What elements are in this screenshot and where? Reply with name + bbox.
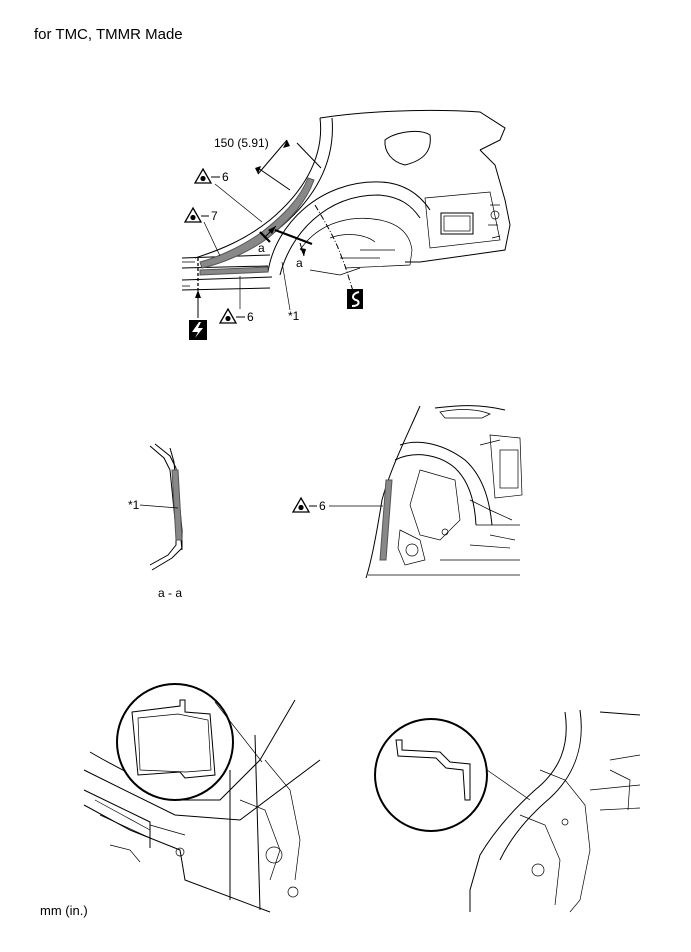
lower-right-illustration [374, 709, 641, 913]
detail-sealer-callout: 6 [292, 497, 383, 513]
cut-icon [347, 289, 363, 309]
part-ref-label: *1 [288, 309, 300, 323]
lower-left-illustration [83, 683, 321, 913]
section-a-a-illustration [139, 443, 183, 571]
wheelhouse-detail-illustration [365, 405, 523, 579]
sealer-value-3: 6 [247, 310, 254, 324]
svg-text:a: a [296, 256, 303, 270]
section-mark-a-1: a [258, 225, 277, 255]
sealer-value-2: 7 [211, 209, 218, 223]
section-caption: a - a [158, 586, 182, 600]
sealer-callout-3: 6 [219, 276, 254, 324]
section-mark-a-2: a [274, 228, 313, 270]
quarter-panel-illustration [181, 109, 511, 296]
sealer-callout-2: 7 [184, 207, 221, 257]
dimension-150 [255, 139, 322, 191]
part-ref-leader [281, 261, 291, 311]
sealer-callout-1: 6 [194, 168, 263, 223]
sealer-value-1: 6 [222, 170, 229, 184]
diagram-title: for TMC, TMMR Made [34, 26, 183, 43]
svg-text:a: a [258, 241, 265, 255]
detail-sealer-value: 6 [319, 499, 326, 513]
dimension-label: 150 (5.91) [214, 136, 269, 150]
units-label: mm (in.) [40, 903, 88, 918]
section-part-ref: *1 [128, 498, 140, 512]
lightning-icon [189, 290, 207, 340]
